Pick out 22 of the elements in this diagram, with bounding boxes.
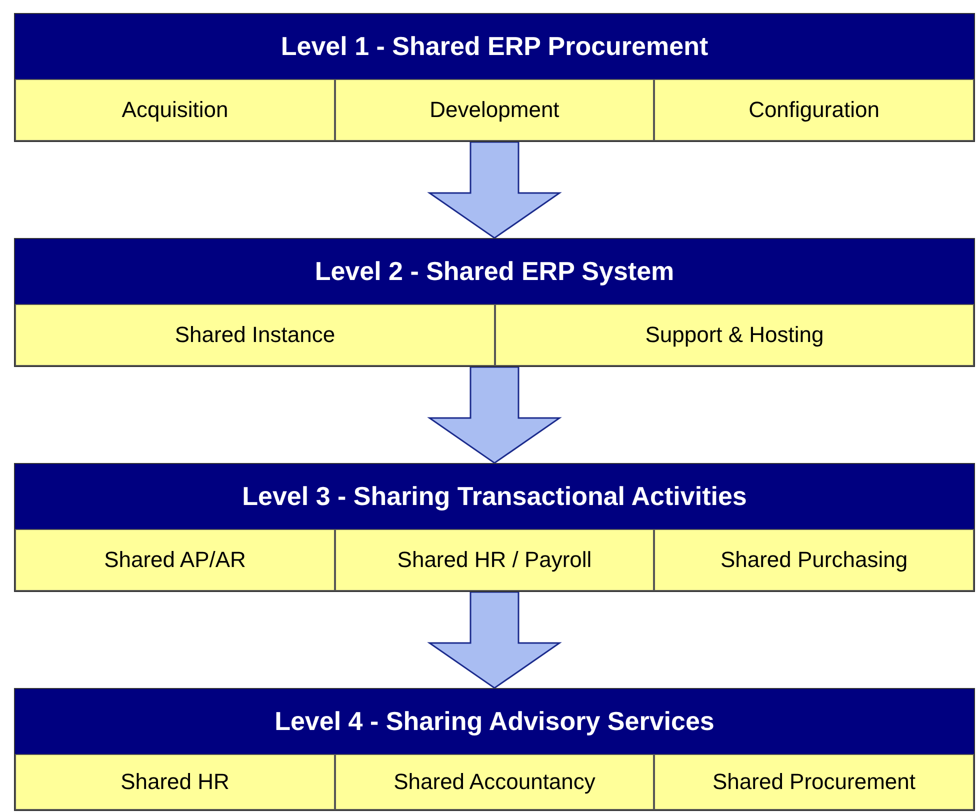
item-cell: Acquisition: [15, 79, 335, 141]
level-panel: [14, 463, 975, 592]
item-cell: Shared Purchasing: [654, 529, 974, 591]
item-cell: Development: [335, 79, 654, 141]
level-heading: Level 2 - Shared ERP System: [15, 239, 974, 304]
block-arrow: [427, 591, 562, 689]
item-cell: Shared HR: [15, 754, 335, 810]
level-panel: [14, 13, 975, 142]
level-heading: Level 4 - Sharing Advisory Services: [15, 689, 974, 754]
level-heading: Level 1 - Shared ERP Procurement: [15, 14, 974, 79]
block-arrow: [427, 141, 562, 239]
block-arrow: [427, 366, 562, 464]
level-panel: [14, 688, 975, 811]
level-panel: [14, 238, 975, 367]
item-cell: Shared Accountancy: [335, 754, 654, 810]
item-cell: Support & Hosting: [495, 304, 974, 366]
item-cell: Shared Instance: [15, 304, 495, 366]
level-heading: Level 3 - Sharing Transactional Activities: [15, 464, 974, 529]
item-cell: Configuration: [654, 79, 974, 141]
item-cell: Shared HR / Payroll: [335, 529, 654, 591]
item-cell: Shared AP/AR: [15, 529, 335, 591]
item-cell: Shared Procurement: [654, 754, 974, 810]
